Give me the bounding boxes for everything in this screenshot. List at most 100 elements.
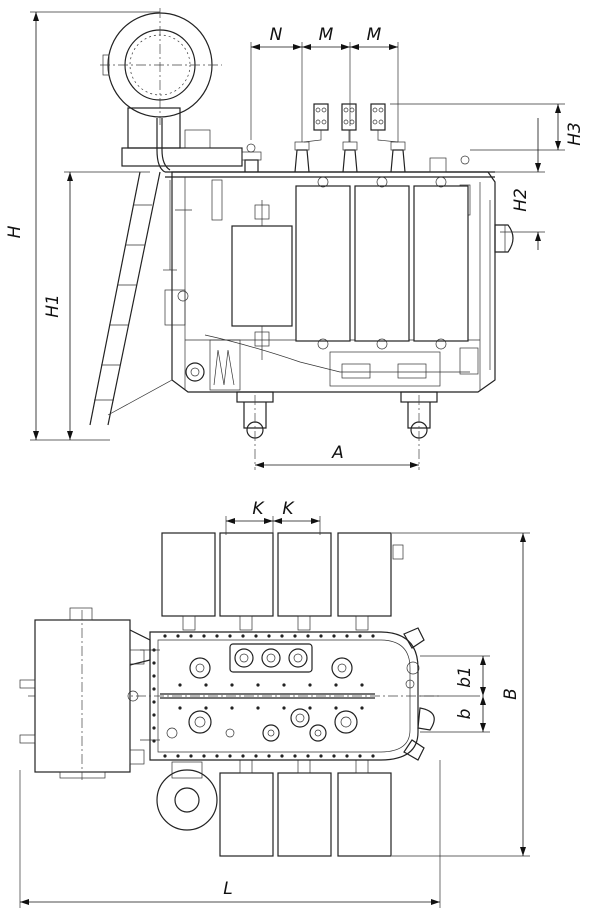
radiators-bottom [219,759,392,857]
cover-bolt [280,754,284,758]
cover-bolt [332,754,336,758]
dim-h-label: H [5,225,25,238]
dim-l-label: L [223,879,232,899]
cover-bolt [282,706,286,710]
cover-bolt [178,706,182,710]
cover-bolt [371,634,375,638]
dim-m1-label: M [319,25,334,45]
roller-right [400,391,438,470]
cover-bolt [152,739,156,743]
bushing-n [241,143,262,172]
cover-bolt [256,683,260,687]
dim-b-upper-label: B [501,688,521,700]
cover-bolt [358,754,362,758]
cover-bolt [345,634,349,638]
cover-bolt [215,754,219,758]
plan-view [19,532,480,857]
cover-bolt [176,754,180,758]
cover-bolt [254,754,258,758]
cover-bolt [332,634,336,638]
cover-bolt [267,634,271,638]
cover-bolt [176,634,180,638]
cover-bolt [152,726,156,730]
bushing-a [294,126,310,173]
cover-bolt [319,634,323,638]
radiators-side [295,176,469,350]
cover-bolt [319,754,323,758]
cover-bolt [241,754,245,758]
ladder [89,171,192,426]
roller-left [236,391,274,470]
cover-bolt [215,634,219,638]
cover-bolt [189,634,193,638]
side-dimensions: H H1 N M M H3 H2 A [5,11,585,468]
control-cable [204,334,470,373]
plan-dimensions: K K B b1 b L [19,499,530,908]
cover-bolt [204,683,208,687]
cover-bolt [360,683,364,687]
conservator-plan [19,607,151,780]
cover-bolts [152,634,375,758]
cover-bolt [293,634,297,638]
dim-h3-label: H3 [565,122,585,146]
bushings [241,103,470,173]
cover-bolt [334,683,338,687]
lv-bushings-plan [166,708,358,742]
cover-bolt [230,683,234,687]
cover-bolt [202,754,206,758]
dim-b-lower-label: b [455,709,475,720]
cover-bolt [254,634,258,638]
cover-bolt [202,634,206,638]
cover-bolt [371,754,375,758]
cover-bolt [152,713,156,717]
cover-bolt [267,754,271,758]
cover-bolt [228,634,232,638]
bushing-c [390,126,406,173]
terminal-box-2 [397,363,427,379]
cover-bolt [204,706,208,710]
cover-bolt [152,687,156,691]
side-view [89,8,514,470]
dim-n-label: N [270,25,283,45]
radiators-top [161,532,404,631]
cover-bolt [230,706,234,710]
dim-k1-label: K [252,499,265,519]
conservator-tank [100,8,243,173]
cover-bolt [306,634,310,638]
cover-bolt [189,754,193,758]
active-part [231,200,293,360]
cover-bolt [334,706,338,710]
cover-bolt [308,706,312,710]
dim-b1-label: b1 [455,666,475,688]
pump-plan [156,761,218,831]
cover-bolt [241,634,245,638]
bushing-b [342,126,358,173]
cover-bolt [360,706,364,710]
dim-a-label: A [331,443,344,463]
cover-bolt [345,754,349,758]
cover-bolt [358,634,362,638]
cover-bolt [256,706,260,710]
cover-bolt [293,754,297,758]
cover-bolt [308,683,312,687]
cover-bolt [163,754,167,758]
cover-bolt [178,683,182,687]
side-fitting [494,224,514,253]
dim-k2-label: K [282,499,295,519]
cover-bolt [152,700,156,704]
cover-bolt [228,754,232,758]
tank-body [165,171,496,393]
terminal-box-1 [341,363,371,379]
hv-bushings-plan [189,643,353,679]
cover-bolt [282,683,286,687]
dim-h2-label: H2 [511,188,531,212]
cover-bolt [163,634,167,638]
right-end-fittings [403,627,480,761]
dim-h1-label: H1 [43,294,63,318]
cover-bolt [152,648,156,652]
cover-bolt [306,754,310,758]
cover-bolt [152,674,156,678]
cover-bolt [152,661,156,665]
